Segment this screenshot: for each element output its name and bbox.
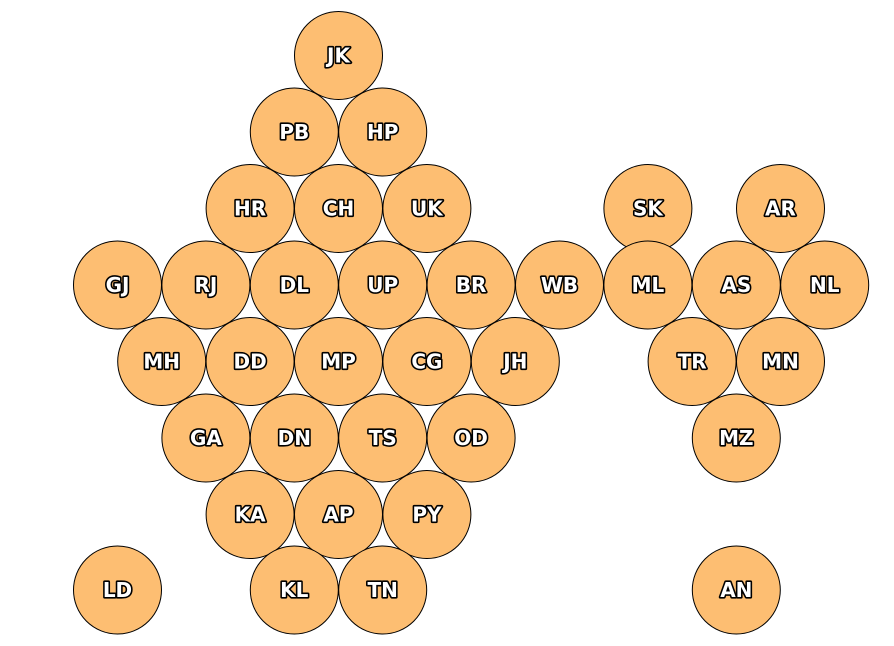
state-tile-tn: TN — [338, 545, 428, 635]
state-label-nl: NL — [810, 273, 840, 297]
state-tile-uk: UK — [382, 164, 472, 253]
state-label-mp: MP — [321, 350, 356, 374]
state-tile-tr: TR — [647, 317, 737, 406]
state-tile-dd: DD — [205, 317, 295, 406]
state-label-hr: HR — [234, 197, 266, 221]
state-tile-py: PY — [382, 470, 472, 559]
state-tile-hp: HP — [338, 87, 428, 177]
state-tile-ga: GA — [161, 393, 251, 483]
state-tile-dn: DN — [249, 393, 339, 483]
state-label-sk: SK — [633, 197, 664, 221]
state-tile-dl: DL — [249, 240, 339, 330]
state-tile-rj: RJ — [161, 240, 251, 330]
state-tile-jh: JH — [470, 317, 560, 406]
state-label-jk: JK — [325, 44, 351, 68]
state-tile-pb: PB — [249, 87, 339, 177]
state-tile-jk: JK — [294, 11, 383, 100]
state-label-ld: LD — [103, 578, 132, 602]
state-circle-hp — [338, 87, 428, 177]
state-circle-ld — [73, 545, 162, 635]
state-tile-gj: GJ — [73, 240, 162, 330]
state-circle-py — [382, 470, 472, 559]
state-label-gj: GJ — [106, 273, 130, 297]
state-circle-uk — [382, 164, 472, 253]
state-tile-as: AS — [691, 240, 781, 330]
state-label-pb: PB — [279, 120, 309, 144]
state-tile-kl: KL — [249, 545, 339, 635]
state-label-ts: TS — [369, 426, 397, 450]
state-tile-an: AN — [691, 545, 781, 635]
state-label-dd: DD — [233, 350, 266, 374]
state-tile-mh: MH — [117, 317, 207, 406]
state-tile-ka: KA — [205, 470, 295, 559]
state-label-rj: RJ — [194, 273, 217, 297]
state-label-jh: JH — [501, 350, 527, 374]
state-label-dn: DN — [278, 426, 311, 450]
state-label-dl: DL — [280, 273, 310, 297]
state-circle-jk — [294, 11, 383, 100]
state-tile-mz: MZ — [691, 393, 781, 483]
state-label-wb: WB — [541, 273, 578, 297]
state-circle-od — [426, 393, 516, 483]
state-tile-ar: AR — [736, 164, 825, 253]
state-tile-br: BR — [426, 240, 516, 330]
state-tile-ap: AP — [294, 470, 383, 559]
state-label-cg: CG — [411, 350, 442, 374]
state-label-tn: TN — [368, 578, 398, 602]
state-tile-ch: CH — [294, 164, 383, 253]
state-circle-an — [691, 545, 781, 635]
state-tile-mp: MP — [294, 317, 383, 406]
state-label-up: UP — [367, 273, 398, 297]
state-label-mn: MN — [762, 350, 799, 374]
state-tile-sk: SK — [603, 164, 693, 253]
state-label-kl: KL — [280, 578, 308, 602]
state-tile-nl: NL — [780, 240, 870, 330]
state-circle-mn — [736, 317, 825, 406]
state-tile-cg: CG — [382, 317, 472, 406]
state-label-hp: HP — [367, 120, 398, 144]
state-tile-up: UP — [338, 240, 428, 330]
state-label-tr: TR — [678, 350, 707, 374]
state-circle-mz — [691, 393, 781, 483]
state-label-uk: UK — [411, 197, 444, 221]
state-label-ml: ML — [632, 273, 665, 297]
state-tile-hr: HR — [205, 164, 295, 253]
state-tile-wb: WB — [515, 240, 604, 330]
state-label-od: OD — [454, 426, 488, 450]
state-tile-ld: LD — [73, 545, 162, 635]
state-label-an: AN — [720, 578, 752, 602]
state-label-ga: GA — [190, 426, 222, 450]
state-label-py: PY — [412, 503, 442, 527]
state-tile-od: OD — [426, 393, 516, 483]
state-tile-ts: TS — [338, 393, 428, 483]
state-label-mh: MH — [143, 350, 180, 374]
state-label-ap: AP — [323, 503, 353, 527]
state-label-ch: CH — [323, 197, 354, 221]
state-circle-tn — [338, 545, 428, 635]
state-label-as: AS — [721, 273, 751, 297]
state-circle-ar — [736, 164, 825, 253]
state-tile-mn: MN — [736, 317, 825, 406]
state-label-ar: AR — [765, 197, 796, 221]
state-circle-nl — [780, 240, 870, 330]
state-label-ka: KA — [235, 503, 266, 527]
state-label-br: BR — [456, 273, 487, 297]
state-circle-jh — [470, 317, 560, 406]
state-label-mz: MZ — [719, 426, 753, 450]
state-tile-ml: ML — [603, 240, 693, 330]
